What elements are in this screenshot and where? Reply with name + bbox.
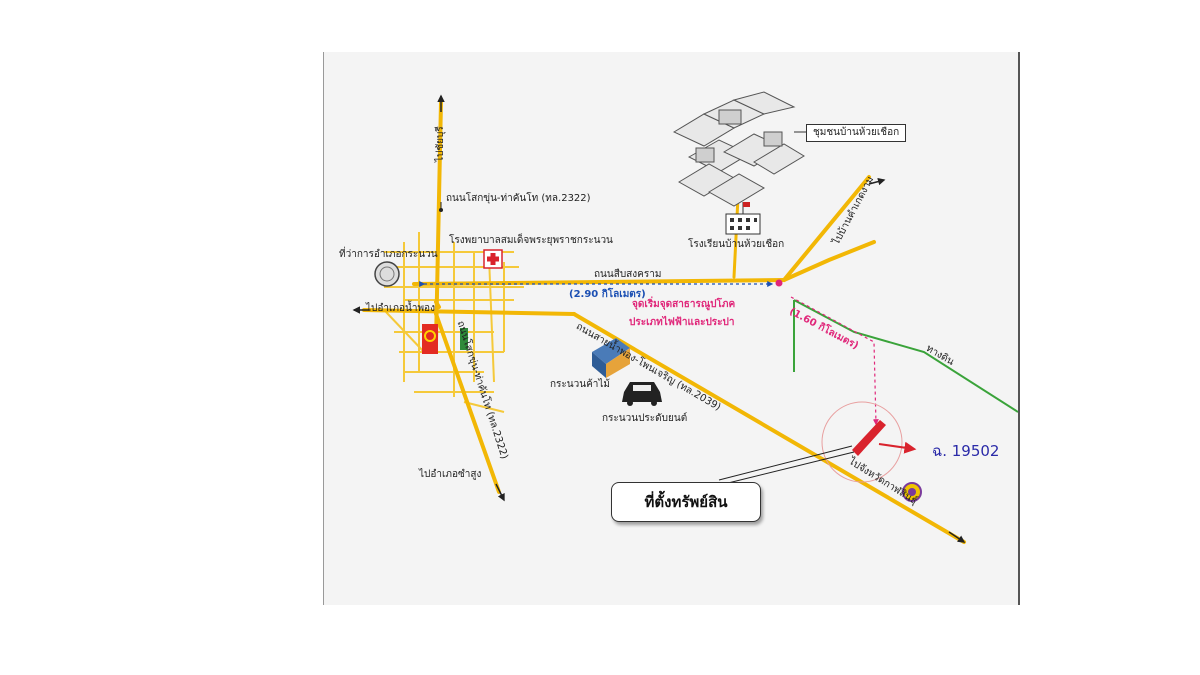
warehouse-icon (592, 338, 630, 378)
district-office-icon (374, 261, 400, 287)
village-buildings-icon (672, 91, 805, 207)
label-utility-line1: จุดเริ่มจุดสาธารณูปโภค (632, 299, 736, 310)
label-school: โรงเรียนบ้านห้วยเชือก (688, 239, 785, 250)
location-map: ไปชัยบุรี ถนนโสกขุ่น-ท่าคันโท (ทล.2322) … (323, 52, 1020, 605)
car-icon (622, 382, 662, 406)
label-lumber: กระนวนค้าไม้ (550, 379, 611, 390)
temple-emblem-icon (902, 482, 922, 502)
store-logo-icon (422, 324, 468, 354)
label-utility-line2: ประเภทไฟฟ้าและประปา (629, 317, 735, 328)
label-to-sam-sung: ไปอำเภอซำสูง (419, 469, 482, 480)
school-icon (725, 202, 761, 235)
dirt-roads (793, 299, 1018, 413)
distance-line-160 (790, 296, 879, 426)
label-village: ชุมชนบ้านห้วยเชือก (806, 124, 907, 142)
road-2322-south (434, 312, 501, 494)
label-road-2322-north: ถนนโสกขุ่น-ท่าคันโท (ทล.2322) (446, 193, 591, 204)
property-callout: ที่ตั้งทรัพย์สิน (611, 482, 761, 522)
label-district-office: ที่ว่าการอำเภอกระนวน (339, 249, 438, 260)
label-to-nam-phong: ไปอำเภอน้ำพอง (366, 303, 435, 314)
label-hospital: โรงพยาบาลสมเด็จพระยุพราชกระนวน (449, 235, 613, 246)
label-car-accessories: กระนวนประดับยนต์ (602, 413, 688, 424)
hospital-cross-icon (483, 249, 503, 269)
label-road-north: ไปชัยบุรี (435, 126, 446, 162)
deed-number-label: ฉ. 19502 (932, 442, 1000, 460)
utility-start-point (775, 279, 783, 287)
callout-pointers (718, 445, 855, 485)
road-arrows (352, 94, 966, 543)
property-marker (852, 420, 886, 456)
label-distance-290: (2.90 กิโลเมตร) (569, 289, 646, 300)
property-area-circle (821, 401, 903, 483)
map-canvas (352, 91, 1018, 544)
label-road-sueb-saeng: ถนนสืบสงคราม (594, 269, 662, 280)
road-2039 (572, 312, 966, 544)
